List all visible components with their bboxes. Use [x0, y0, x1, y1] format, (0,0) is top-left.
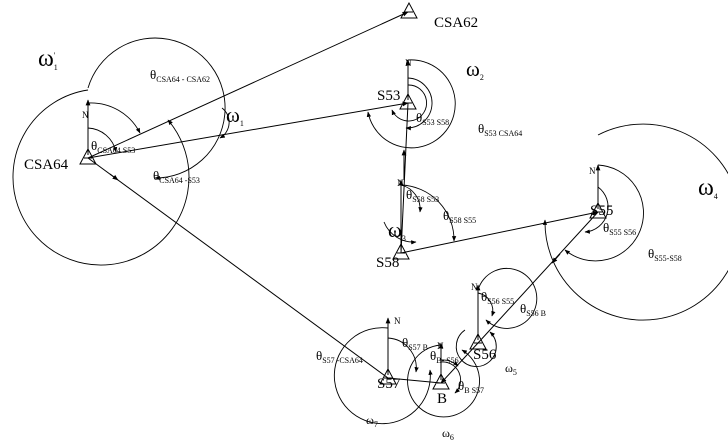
- station-label-s55: S55: [590, 203, 613, 219]
- arc-theta-s56-s55: [477, 292, 496, 317]
- omega-label-5: ω5: [505, 361, 517, 377]
- omega-label-7: ω7: [366, 413, 378, 429]
- omega-labels: ω1' ω1 ω2 ω3 ω4 ω5 ω6 ω7: [38, 46, 718, 442]
- station-marker-s56: [469, 332, 487, 350]
- arrow-csa64-s57: [109, 173, 119, 181]
- arc-theta-b-s57: [440, 361, 462, 394]
- theta-label-csa64-csa62: θCSA64 - CSA62: [150, 67, 210, 84]
- theta-label-csa64-s53b: θCSA64 -S53: [153, 168, 200, 185]
- line-s57-b: [387, 377, 442, 384]
- station-labels: CSA62 CSA64 S53 S58 S55 S56 S57 B: [24, 15, 613, 407]
- line-s56-b: [440, 342, 479, 384]
- arc-omega5: [455, 329, 497, 367]
- arc-theta-csa64-csa62: [87, 102, 141, 134]
- arc-theta-s53-csa64: [391, 84, 427, 122]
- north-label-s58: N: [397, 178, 404, 188]
- station-marker-csa62: [400, 1, 418, 19]
- theta-label-b-s56: θB- S56: [430, 348, 459, 365]
- station-marker-s57: [379, 367, 397, 385]
- theta-label-s58-s55: θS58 S55: [443, 208, 476, 225]
- station-label-s53: S53: [377, 88, 400, 104]
- north-label-s57: N: [394, 316, 401, 326]
- line-csa64-csa62: [87, 11, 409, 159]
- arc-omega7: [333, 327, 433, 425]
- omega-label-2: ω2: [466, 57, 484, 82]
- line-s55-s56: [477, 211, 599, 344]
- theta-label-s57-b: θS57 B: [402, 335, 428, 352]
- omega-label-3: ω3: [388, 218, 406, 243]
- arc-theta-s53-s58: [405, 77, 433, 131]
- arc-theta-s58-s55: [400, 184, 457, 242]
- north-arrows: N N N N N N N: [82, 58, 601, 380]
- station-label-s57: S57: [377, 376, 401, 392]
- north-label-s53: N: [405, 58, 412, 68]
- station-marker-s55: [589, 201, 607, 219]
- station-label-s58: S58: [376, 255, 399, 271]
- station-marker-s53: [399, 92, 417, 110]
- station-marker-csa64: [79, 147, 97, 165]
- theta-label-s58-s53: θS58 S53: [406, 187, 439, 204]
- arc-omega2: [366, 59, 456, 149]
- arc-omega1-prime: [12, 89, 190, 266]
- north-label-csa64: N: [82, 110, 89, 120]
- station-label-csa64: CSA64: [24, 157, 69, 173]
- north-label-s56: N: [471, 282, 478, 292]
- arc-theta-csa64-s53: [87, 127, 118, 153]
- line-csa64-s57: [87, 157, 389, 379]
- arc-theta-s57-b: [387, 337, 419, 373]
- arc-omega4: [542, 123, 728, 321]
- theta-label-s53-csa64: θS53 CSA64: [478, 121, 522, 138]
- arc-theta-b-s56: [440, 359, 459, 367]
- station-label-b: B: [437, 391, 447, 407]
- arc-omega1: [219, 107, 230, 139]
- theta-label-s55-s58: θS55-S58: [648, 246, 682, 263]
- station-label-s56: S56: [473, 347, 497, 363]
- omega-label-1: ω1: [226, 103, 244, 128]
- north-label-b: N: [437, 341, 444, 351]
- theta-label-csa64-s53: θCSA64 S53: [91, 138, 135, 155]
- theta-label-s57-csa64: θS57 -CSA64: [316, 348, 363, 365]
- arc-theta-s55-s58: [564, 164, 644, 262]
- station-markers: [79, 1, 607, 390]
- station-marker-s58: [392, 242, 410, 260]
- arc-theta-s58-s53: [400, 184, 423, 213]
- omega-label-4: ω4: [698, 175, 718, 201]
- arc-theta-s55-s56: [584, 186, 609, 234]
- arc-omega6: [407, 344, 480, 418]
- theta-labels: θCSA64 - CSA62 θCSA64 S53 θCSA64 -S53 θS…: [91, 67, 682, 395]
- theta-label-s56-s55: θS56 S55: [481, 289, 514, 306]
- theta-label-s53-s58: θS53 S58: [416, 110, 449, 127]
- theta-label-s55-s56: θS55 S56: [603, 220, 636, 237]
- station-marker-b: [432, 372, 450, 390]
- station-label-csa62: CSA62: [434, 15, 478, 31]
- north-label-s55: N: [589, 166, 596, 176]
- omega-label-1-prime: ω1': [38, 46, 58, 72]
- theta-label-s56-b: θS56 B: [520, 301, 546, 318]
- omega-label-6: ω6: [442, 426, 454, 442]
- arc-omega3: [383, 221, 417, 245]
- theta-label-b-s57: θB S57: [458, 378, 484, 395]
- arc-theta-s56-b: [477, 267, 538, 329]
- angle-arcs: [12, 37, 728, 425]
- arc-theta-csa64-s53b: [87, 37, 226, 181]
- line-s58-s55: [400, 210, 599, 254]
- line-csa64-s53: [87, 101, 409, 159]
